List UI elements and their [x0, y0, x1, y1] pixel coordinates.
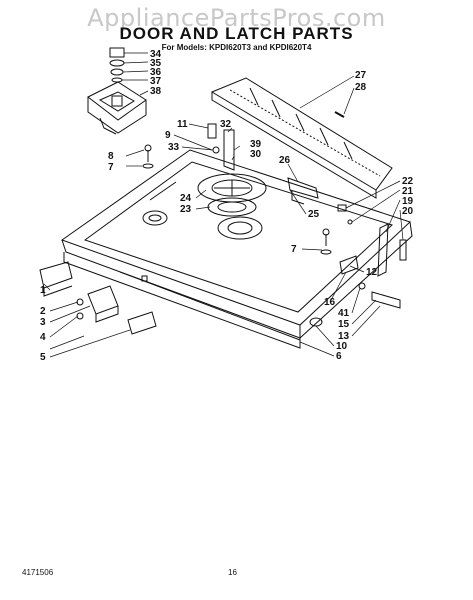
callout-32: 32	[220, 119, 232, 130]
callout-27: 27	[355, 70, 367, 81]
callout-16: 16	[324, 297, 336, 308]
callout-labels: 34 35 36 37 38 27 28 11 32 9 39 30 33 8 …	[40, 49, 414, 363]
part-10-bumper	[309, 317, 323, 327]
part-36-spring	[110, 68, 124, 76]
rinse-dispenser	[217, 216, 263, 240]
callout-23: 23	[180, 204, 192, 215]
callout-26: 26	[279, 155, 291, 166]
callout-10: 10	[336, 341, 348, 352]
part-19-strike	[377, 223, 389, 277]
callout-24: 24	[180, 193, 192, 204]
callout-38: 38	[150, 86, 162, 97]
footer-part-number: 4171506	[22, 568, 54, 577]
callout-36: 36	[150, 67, 162, 78]
callout-25: 25	[308, 209, 320, 220]
lower-left-parts	[39, 261, 157, 335]
leader-lines	[43, 52, 404, 358]
callout-12: 12	[366, 267, 378, 278]
callout-3: 3	[40, 317, 46, 328]
detergent-cup	[142, 210, 168, 226]
callout-4: 4	[40, 332, 46, 343]
callout-9: 9	[165, 130, 171, 141]
door-panel	[60, 149, 413, 349]
footer-page-number: 16	[228, 568, 237, 577]
callout-1: 1	[40, 285, 46, 296]
latch-assembly	[87, 47, 147, 135]
lower-right-parts	[309, 255, 401, 327]
callout-41: 41	[338, 308, 350, 319]
callout-28: 28	[355, 82, 367, 93]
callout-37: 37	[150, 76, 162, 87]
dispenser-parts	[197, 173, 267, 217]
callout-13: 13	[338, 331, 350, 342]
part-37-clip	[111, 77, 123, 83]
callout-21: 21	[402, 186, 414, 197]
part-1-bracket	[39, 261, 73, 289]
part-38-housing	[87, 81, 147, 121]
callout-33: 33	[168, 142, 180, 153]
callout-34: 34	[150, 49, 162, 60]
part-hinge-block	[87, 285, 119, 315]
screws	[142, 144, 332, 255]
watermark: AppliancePartsPros.com	[87, 4, 386, 32]
part-20-spring	[399, 239, 407, 261]
callout-8: 8	[108, 151, 114, 162]
callout-7-upper: 7	[108, 162, 114, 173]
callout-11: 11	[177, 119, 188, 130]
callout-15: 15	[338, 319, 350, 330]
callout-2: 2	[40, 306, 46, 317]
vent-panel	[210, 77, 393, 199]
part-35-washer	[109, 59, 125, 67]
callout-5: 5	[40, 352, 46, 363]
callout-19: 19	[402, 196, 414, 207]
callout-7-lower: 7	[291, 244, 297, 255]
callout-30: 30	[250, 149, 262, 160]
callout-39: 39	[250, 139, 262, 150]
callout-6: 6	[336, 351, 342, 362]
callout-35: 35	[150, 58, 162, 69]
page-title: DOOR AND LATCH PARTS	[119, 24, 354, 43]
callout-22: 22	[402, 176, 414, 187]
part-5-plate	[127, 311, 157, 335]
part-34-cap	[109, 47, 125, 58]
callout-20: 20	[402, 206, 414, 217]
model-subtitle: For Models: KPDI620T3 and KPDI620T4	[161, 43, 312, 52]
part-23-gasket	[207, 197, 257, 217]
